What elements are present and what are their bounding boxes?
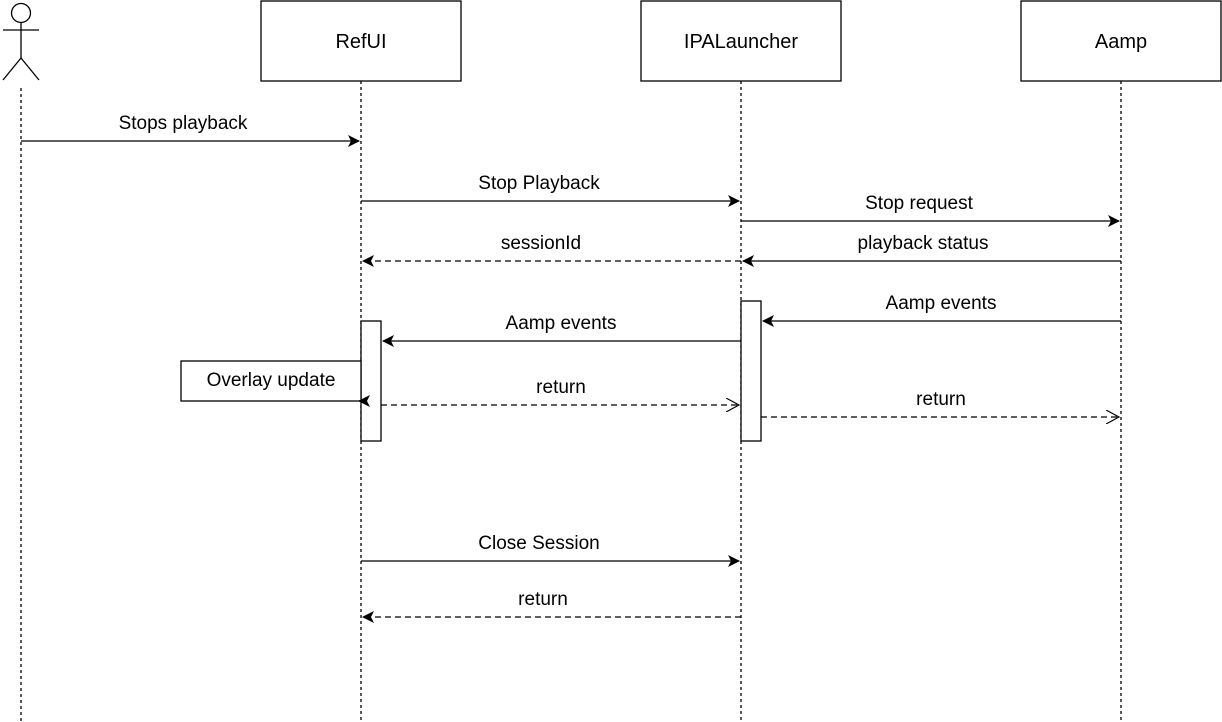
message-return-to-ipalauncher-label: return xyxy=(536,377,586,398)
message-sessionid-label: sessionId xyxy=(501,233,581,254)
participant-ipalauncher: IPALauncher xyxy=(640,0,842,82)
refui-activation-bar xyxy=(360,320,382,442)
overlay-update-note: Overlay update xyxy=(180,360,362,402)
message-aamp-events-to-ipalauncher-label: Aamp events xyxy=(886,293,997,314)
message-stops-playback-label: Stops playback xyxy=(119,113,248,134)
message-aamp-events-to-refui-label: Aamp events xyxy=(506,313,617,334)
message-return-to-aamp-label: return xyxy=(916,389,966,410)
participant-refui: RefUI xyxy=(260,0,462,82)
message-playback-status-label: playback status xyxy=(858,233,989,254)
participant-aamp: Aamp xyxy=(1020,0,1222,82)
participant-ipalauncher-label: IPALauncher xyxy=(684,31,798,53)
ipalauncher-activation-bar xyxy=(740,300,762,442)
actor-figure xyxy=(2,2,40,81)
participant-aamp-label: Aamp xyxy=(1095,31,1147,53)
participant-refui-label: RefUI xyxy=(335,31,386,53)
overlay-update-label: Overlay update xyxy=(207,370,336,391)
message-stop-request-label: Stop request xyxy=(865,193,973,214)
message-close-session-label: Close Session xyxy=(478,533,599,554)
message-stop-playback-label: Stop Playback xyxy=(478,173,600,194)
message-final-return-label: return xyxy=(518,589,568,610)
